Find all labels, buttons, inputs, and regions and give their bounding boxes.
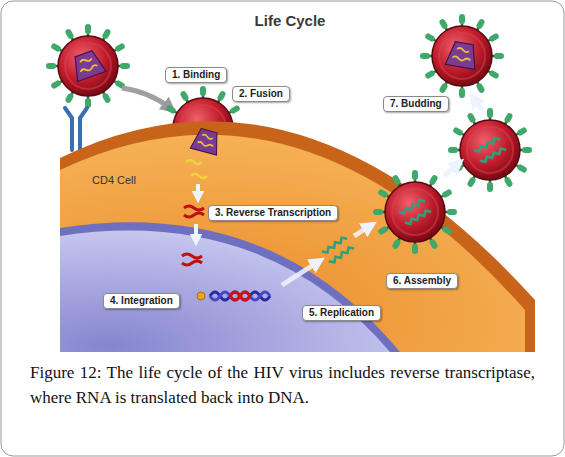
viral-protein-strand bbox=[474, 136, 506, 164]
virus-capsid bbox=[190, 127, 222, 155]
step-arrow bbox=[282, 262, 318, 285]
step-label: 5. Replication bbox=[302, 305, 381, 321]
step-arrow bbox=[122, 88, 170, 108]
step-arrow bbox=[444, 164, 458, 176]
step-text: 1. Binding bbox=[172, 69, 220, 81]
step-text: 5. Replication bbox=[309, 307, 374, 319]
viral-dna bbox=[184, 206, 204, 217]
cell-label: CD4 Cell bbox=[92, 174, 136, 186]
virus-capsid bbox=[445, 41, 479, 70]
viral-rna bbox=[186, 160, 207, 178]
step-label: 4. Integration bbox=[103, 293, 180, 309]
hiv-virion bbox=[49, 27, 127, 105]
virus-capsid bbox=[69, 49, 105, 82]
cell-cytoplasm bbox=[60, 135, 525, 352]
step-label: 1. Binding bbox=[165, 67, 227, 83]
step-text: 2. Fusion bbox=[239, 88, 283, 100]
step-arrow bbox=[354, 226, 370, 236]
step-text: 4. Integration bbox=[110, 295, 173, 307]
step-label: 7. Budding bbox=[383, 96, 449, 112]
cell-nucleus bbox=[60, 231, 390, 352]
step-text: 7. Budding bbox=[390, 98, 442, 110]
hiv-virion bbox=[376, 173, 454, 251]
hiv-virion bbox=[451, 111, 529, 189]
viral-protein-strand bbox=[322, 235, 354, 264]
figure-caption: Figure 12: The life cycle of the HIV vir… bbox=[30, 360, 535, 410]
step-label: 6. Assembly bbox=[386, 273, 458, 289]
step-label: 3. Reverse Transcription bbox=[208, 205, 338, 221]
hiv-virion bbox=[423, 17, 501, 95]
host-dna bbox=[210, 292, 270, 300]
step-text: 6. Assembly bbox=[393, 275, 451, 287]
viral-protein-strand bbox=[399, 198, 431, 226]
figure-title: Life Cycle bbox=[230, 12, 350, 29]
step-arrow bbox=[474, 99, 482, 110]
nuclear-membrane bbox=[60, 222, 400, 352]
host-dna bbox=[210, 292, 270, 300]
integrase bbox=[197, 292, 205, 300]
step-label: 2. Fusion bbox=[232, 86, 290, 102]
integrated-viral-dna bbox=[230, 292, 250, 300]
viral-dna bbox=[182, 254, 202, 265]
step-arrow bbox=[194, 224, 198, 240]
step-arrow bbox=[196, 184, 200, 197]
cd4-receptor bbox=[65, 108, 87, 150]
step-text: 3. Reverse Transcription bbox=[215, 207, 331, 219]
